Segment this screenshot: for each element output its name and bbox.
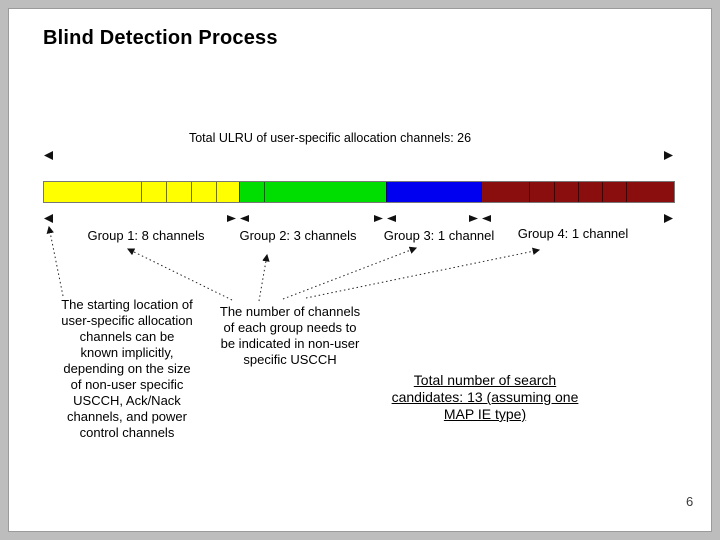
connector-group2 bbox=[258, 253, 270, 302]
group1-label: Group 1: 8 channels bbox=[87, 228, 205, 243]
connector-group3 bbox=[282, 246, 418, 300]
bar-segment-group4 bbox=[554, 182, 578, 202]
total-span-arrowheads-icon bbox=[44, 151, 673, 160]
bar-segment-group1 bbox=[44, 182, 141, 202]
note-number-indication: The number of channels of each group nee… bbox=[219, 304, 361, 367]
bar-segment-group4 bbox=[578, 182, 602, 202]
bar-segment-group2 bbox=[264, 182, 386, 202]
bar-segment-group4 bbox=[481, 182, 529, 202]
group3-label: Group 3: 1 channel bbox=[383, 228, 495, 243]
bar-segment-group4 bbox=[626, 182, 674, 202]
allocation-bar bbox=[43, 181, 675, 203]
total-ulru-label: Total ULRU of user-specific allocation c… bbox=[188, 131, 472, 145]
page-number: 6 bbox=[686, 494, 694, 509]
slide-title: Blind Detection Process bbox=[43, 27, 278, 49]
bar-segment-group4 bbox=[602, 182, 626, 202]
note-starting-location: The starting location of user-specific a… bbox=[61, 297, 193, 440]
bar-segment-group1 bbox=[166, 182, 191, 202]
group2-label: Group 2: 3 channels bbox=[239, 228, 357, 243]
bar-segment-group1 bbox=[191, 182, 216, 202]
connector-start-location bbox=[46, 225, 64, 297]
note-search-candidates: Total number of search candidates: 13 (a… bbox=[391, 372, 579, 422]
connector-group1 bbox=[126, 248, 233, 301]
bar-segment-group4 bbox=[529, 182, 554, 202]
bar-segment-group1 bbox=[216, 182, 239, 202]
connector-group4 bbox=[305, 247, 541, 299]
bar-segment-group1 bbox=[141, 182, 166, 202]
group-span-arrowheads-icon bbox=[44, 214, 673, 223]
group4-label: Group 4: 1 channel bbox=[517, 226, 629, 241]
bar-segment-group2 bbox=[239, 182, 264, 202]
bar-segment-group3 bbox=[386, 182, 481, 202]
